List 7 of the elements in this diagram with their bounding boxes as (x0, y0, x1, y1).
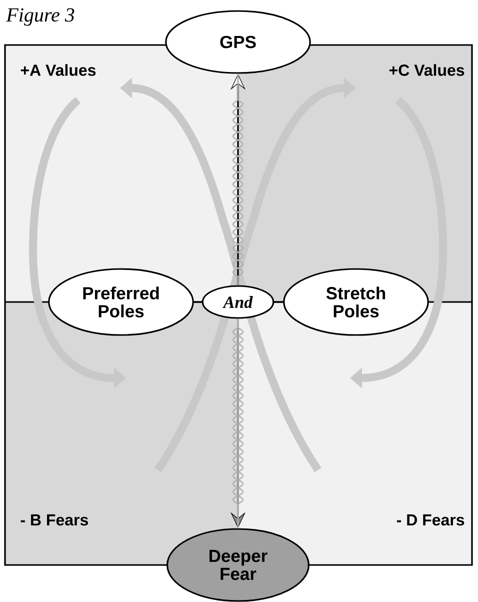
quadrant-label: +C Values (389, 64, 464, 76)
quadrant-label: - D Fears (396, 514, 464, 526)
connector-line (274, 301, 284, 303)
connector-line (194, 301, 202, 303)
quadrant-label: +A Values (20, 64, 96, 76)
quadrant-label: - B Fears (20, 514, 88, 526)
figure-title: Figure 3 (6, 8, 74, 26)
